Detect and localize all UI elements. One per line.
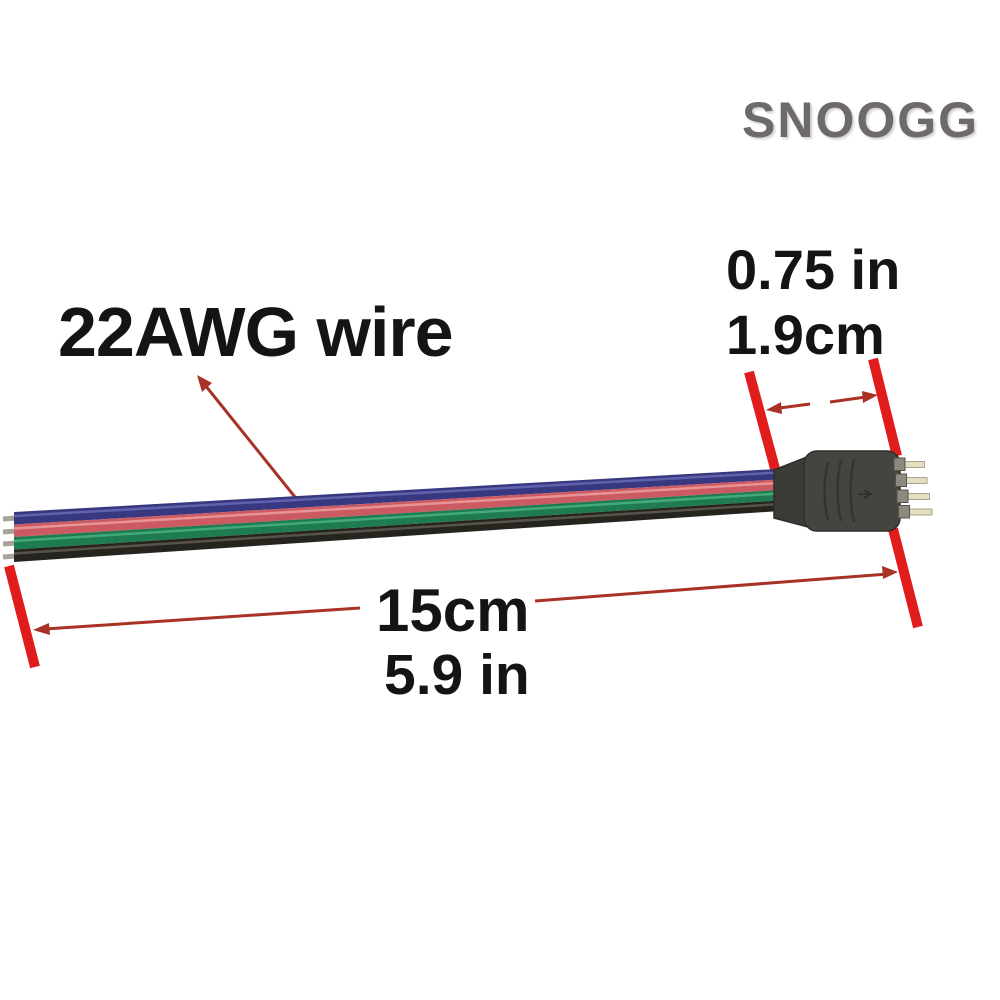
pin-base xyxy=(896,489,909,503)
cable-length-line-left xyxy=(44,606,361,631)
wire-green-highlight xyxy=(13,491,796,543)
connector-emboss-arrow-icon xyxy=(858,489,873,499)
connector-width-arrowhead-right xyxy=(862,391,878,403)
pin-base xyxy=(895,473,907,487)
wire-gauge-pointer-line xyxy=(203,384,305,508)
wire-red-highlight xyxy=(13,480,796,530)
connector-groove xyxy=(823,461,830,521)
connector-width-cm-label: 1.9cm xyxy=(726,303,885,366)
connector-width-arrow-right-line xyxy=(829,395,867,404)
cable-length-arrowhead-right xyxy=(882,566,898,579)
pin-base xyxy=(898,505,910,519)
dimension-bar-cable-right xyxy=(888,527,923,629)
ribbon-cable xyxy=(2,468,796,562)
connector-width-inches-label: 0.75 in xyxy=(726,238,901,301)
wire-black-highlight xyxy=(13,501,796,555)
cable-length-inches-label: 5.9 in xyxy=(384,643,530,707)
dimension-bar-connector-right xyxy=(868,357,902,458)
connector-width-arrowhead-left xyxy=(766,402,782,414)
connector-groove xyxy=(836,459,843,522)
connector-groove xyxy=(849,458,856,523)
wire-gauge-label: 22AWG wire xyxy=(58,293,454,371)
cable-length-cm-label: 15cm xyxy=(376,577,530,644)
pin-base xyxy=(893,457,906,471)
dimension-arrows xyxy=(33,375,898,635)
brand-logo: SNOOGG xyxy=(742,92,980,148)
dimension-bar-cable-left xyxy=(4,564,40,669)
wire-blue-highlight xyxy=(13,470,796,518)
wire-gauge-pointer-arrowhead xyxy=(197,375,212,392)
dimension-bars xyxy=(4,357,923,669)
dimension-bar-connector-left xyxy=(744,370,782,478)
connector-pins xyxy=(893,457,933,519)
cable-length-arrowhead-left xyxy=(33,623,50,635)
connector xyxy=(773,450,901,532)
cable-length-line-right xyxy=(534,572,889,603)
